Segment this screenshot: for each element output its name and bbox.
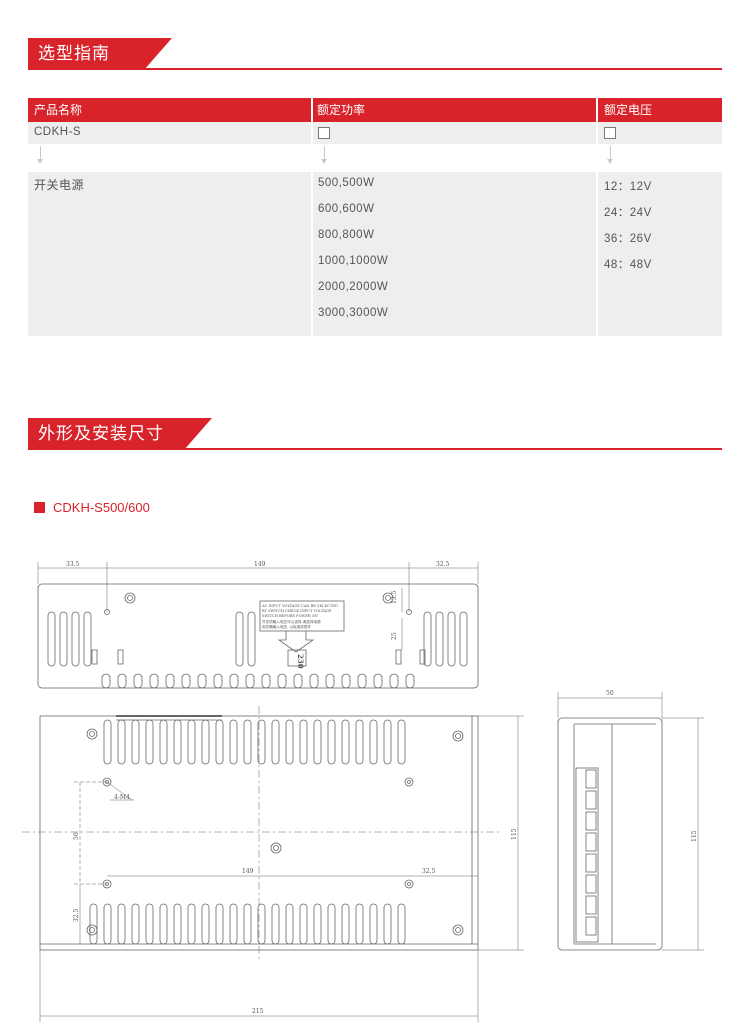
power-option: 500,500W — [318, 177, 375, 189]
front-view — [22, 706, 524, 1022]
warning-text: 前先确输入电压, 以免造成损坏 — [262, 624, 311, 629]
header-rated-power: 额定功率 — [317, 103, 366, 117]
details-row: 开关电源 500,500W 600,600W 800,800W 1000,100… — [28, 172, 722, 336]
warning-text: 开关须输入电压可以选择,请选择电源 — [262, 619, 321, 624]
header-slant — [144, 38, 172, 70]
top-view — [37, 562, 479, 689]
header-product-name: 产品名称 — [34, 103, 83, 117]
down-arrow-icon — [321, 146, 327, 164]
section-header-dimensions: 外形及安装尺寸 — [28, 418, 722, 458]
dim-label: 33.5 — [66, 561, 80, 568]
dim-label: 32.5 — [422, 868, 436, 875]
bullet-square-icon — [34, 502, 45, 513]
dim-label: 149 — [254, 561, 266, 568]
down-arrow-icon — [607, 146, 613, 164]
product-code: CDKH-S — [34, 126, 82, 138]
dim-label: 115 — [511, 828, 518, 840]
section-title: 选型指南 — [28, 38, 144, 70]
header-rated-voltage: 额定电压 — [604, 103, 653, 117]
column-separator — [311, 172, 313, 336]
header-slant — [184, 418, 212, 450]
dim-label: 32.5 — [73, 908, 80, 922]
voltage-option: 48：48V — [604, 259, 652, 271]
power-code-box — [318, 127, 330, 139]
dim-label: 215 — [252, 1008, 264, 1015]
warning-text: SWITCH BEFORE POWER ON — [262, 614, 318, 618]
code-row: CDKH-S — [28, 122, 722, 144]
table-header: 产品名称 额定功率 额定电压 — [28, 98, 722, 122]
power-option: 800,800W — [318, 229, 375, 241]
voltage-option: 36：26V — [604, 233, 652, 245]
power-option: 1000,1000W — [318, 255, 389, 267]
dim-label: 4-M4 — [114, 794, 130, 801]
dim-label: 32.5 — [436, 561, 450, 568]
dim-label: 50 — [73, 832, 80, 840]
column-separator — [596, 172, 598, 336]
warning-text: AC INPUT VOLTAGE CAN BE SELECTED — [261, 604, 338, 608]
voltage-option: 24：24V — [604, 207, 652, 219]
product-name: 开关电源 — [34, 178, 85, 192]
down-arrow-icon — [37, 146, 43, 164]
header-rule — [28, 448, 722, 450]
power-option: 600,600W — [318, 203, 375, 215]
dim-label: 149 — [242, 868, 254, 875]
header-rule — [28, 68, 722, 70]
dim-label: 115 — [691, 830, 698, 842]
side-view — [557, 692, 704, 951]
column-separator — [311, 122, 313, 144]
model-label: CDKH-S500/600 — [34, 500, 150, 515]
dim-label: 50 — [606, 690, 614, 697]
dim-label: 25 — [391, 632, 398, 640]
section-title: 外形及安装尺寸 — [28, 418, 184, 450]
power-option: 2000,2000W — [318, 281, 389, 293]
model-name: CDKH-S500/600 — [53, 500, 150, 515]
dim-label: 13.5 — [391, 590, 398, 604]
voltage-option: 12：12V — [604, 181, 652, 193]
power-option: 3000,3000W — [318, 307, 389, 319]
warning-text: BY SWITCH.CHECK INPUT VOLTAGE — [262, 609, 332, 613]
column-separator — [596, 122, 598, 144]
switch-label: 230 — [296, 654, 305, 669]
section-header-selection: 选型指南 — [28, 38, 722, 78]
voltage-code-box — [604, 127, 616, 139]
